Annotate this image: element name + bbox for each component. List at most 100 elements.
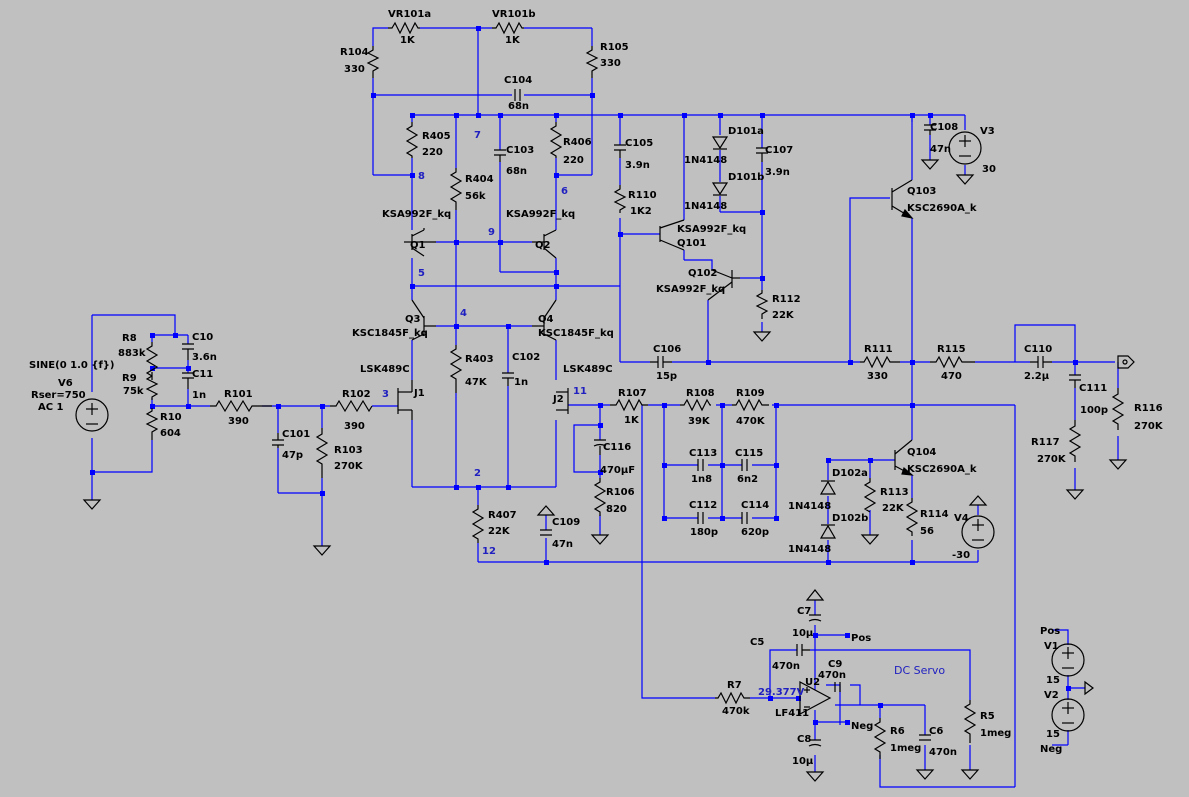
r7-value: 470k [722,706,750,717]
capacitor-c102 [502,372,514,386]
resistor-r6 [873,718,887,759]
q104-label: Q104 [907,447,936,458]
transistor-q2 [532,229,557,259]
c5-value: 470n [772,661,800,672]
q103-label: Q103 [907,186,936,197]
j1-label: J1 [413,388,425,399]
resistor-r111 [860,355,900,369]
ground-symbol [805,771,825,782]
c104-label: C104 [504,75,532,86]
c106-value: 15p [656,371,677,382]
transistor-q4 [532,299,557,341]
transistor-q103 [891,179,914,219]
q1-label: Q1 [410,240,426,251]
q104-model: KSC2690A_k [907,464,977,475]
capacitor-c103 [494,149,506,162]
diode-d101a [711,136,729,150]
q4-model: KSC1845F_kq [538,328,614,339]
vr101a-value: 1K [400,35,416,46]
u2-label: U2 [805,677,820,688]
resistor-r104 [366,46,380,78]
c106-label: C106 [653,344,681,355]
net-label-2: 2 [474,468,481,479]
ground-symbol [968,495,988,506]
c108-label: C108 [930,122,958,133]
capacitor-c101 [272,433,284,448]
v1-name: V1 [1044,641,1059,652]
resistor-r110 [613,185,627,213]
r103-label: R103 [334,445,363,456]
r112-label: R112 [772,294,801,305]
d102a-model: 1N4148 [788,501,831,512]
r102-value: 390 [344,421,365,432]
r110-label: R110 [628,190,657,201]
resistor-r406 [549,122,563,158]
c5-label: C5 [750,637,764,648]
r10-label: R10 [160,412,182,423]
resistor-r9 [145,372,159,400]
source-v3 [948,131,982,165]
net-label-8: 8 [418,171,425,182]
v4-name: V4 [954,513,969,524]
resistor-r106 [593,478,607,516]
vr101b-value: 1K [505,35,521,46]
r104-label: R104 [340,47,369,58]
c10-value: 3.6n [192,352,217,363]
v3-value: 30 [982,164,996,175]
c113-label: C113 [689,448,717,459]
capacitor-c105 [614,144,626,158]
pot-vr101b [492,21,524,35]
d102b-model: 1N4148 [788,544,831,555]
j2-label: J2 [552,394,564,405]
r406-label: R406 [563,137,592,148]
r102-label: R102 [342,389,371,400]
net-label-6: 6 [561,186,568,197]
opamp-u2 [799,681,832,715]
ground-symbol [312,545,332,556]
r10-value: 604 [160,428,181,439]
r101-value: 390 [228,416,249,427]
v2-net-label: Neg [1040,744,1062,755]
r112-value: 22K [772,310,795,321]
resistor-r101 [210,399,272,413]
d102a-label: D102a [832,468,868,479]
capacitor-c8 [808,739,822,747]
c102-label: C102 [512,352,540,363]
transistor-q104 [894,439,914,476]
v6-name: V6 [58,378,73,389]
r407-value: 22K [488,526,511,537]
c105-value: 3.9n [625,160,650,171]
c6-value: 470n [929,747,957,758]
ground-symbol [920,159,940,170]
r108-label: R108 [686,388,715,399]
pot-vr101a [388,21,420,35]
c107-value: 3.9n [765,167,790,178]
neg-net-label: Neg [851,721,873,732]
c103-value: 68n [506,166,527,177]
diode-d101b [711,182,729,196]
v1-net-label: Pos [1040,626,1060,637]
resistor-r103 [315,428,329,478]
ground-symbol [590,534,610,545]
transistor-q3 [411,299,436,341]
q1-model: KSA992F_kq [382,209,451,220]
net-label-3: 3 [382,389,389,400]
ground-symbol [82,499,102,510]
ground-symbol [1065,489,1085,500]
vr101b-label: VR101b [492,9,535,20]
r109-value: 470K [736,416,766,427]
r106-label: R106 [606,487,635,498]
resistor-r404 [449,168,463,210]
capacitor-c107 [756,147,768,162]
q102-model: KSA992F_kq [656,284,725,295]
q2-label: Q2 [535,240,551,251]
diode-d102b [819,524,837,539]
capacitor-c11 [182,372,194,389]
j2-model: LSK489C [563,364,613,375]
r107-label: R107 [618,388,647,399]
c108-value: 47n [930,144,951,155]
d101b-label: D101b [728,172,764,183]
resistor-r108 [680,398,711,412]
c105-label: C105 [625,138,653,149]
